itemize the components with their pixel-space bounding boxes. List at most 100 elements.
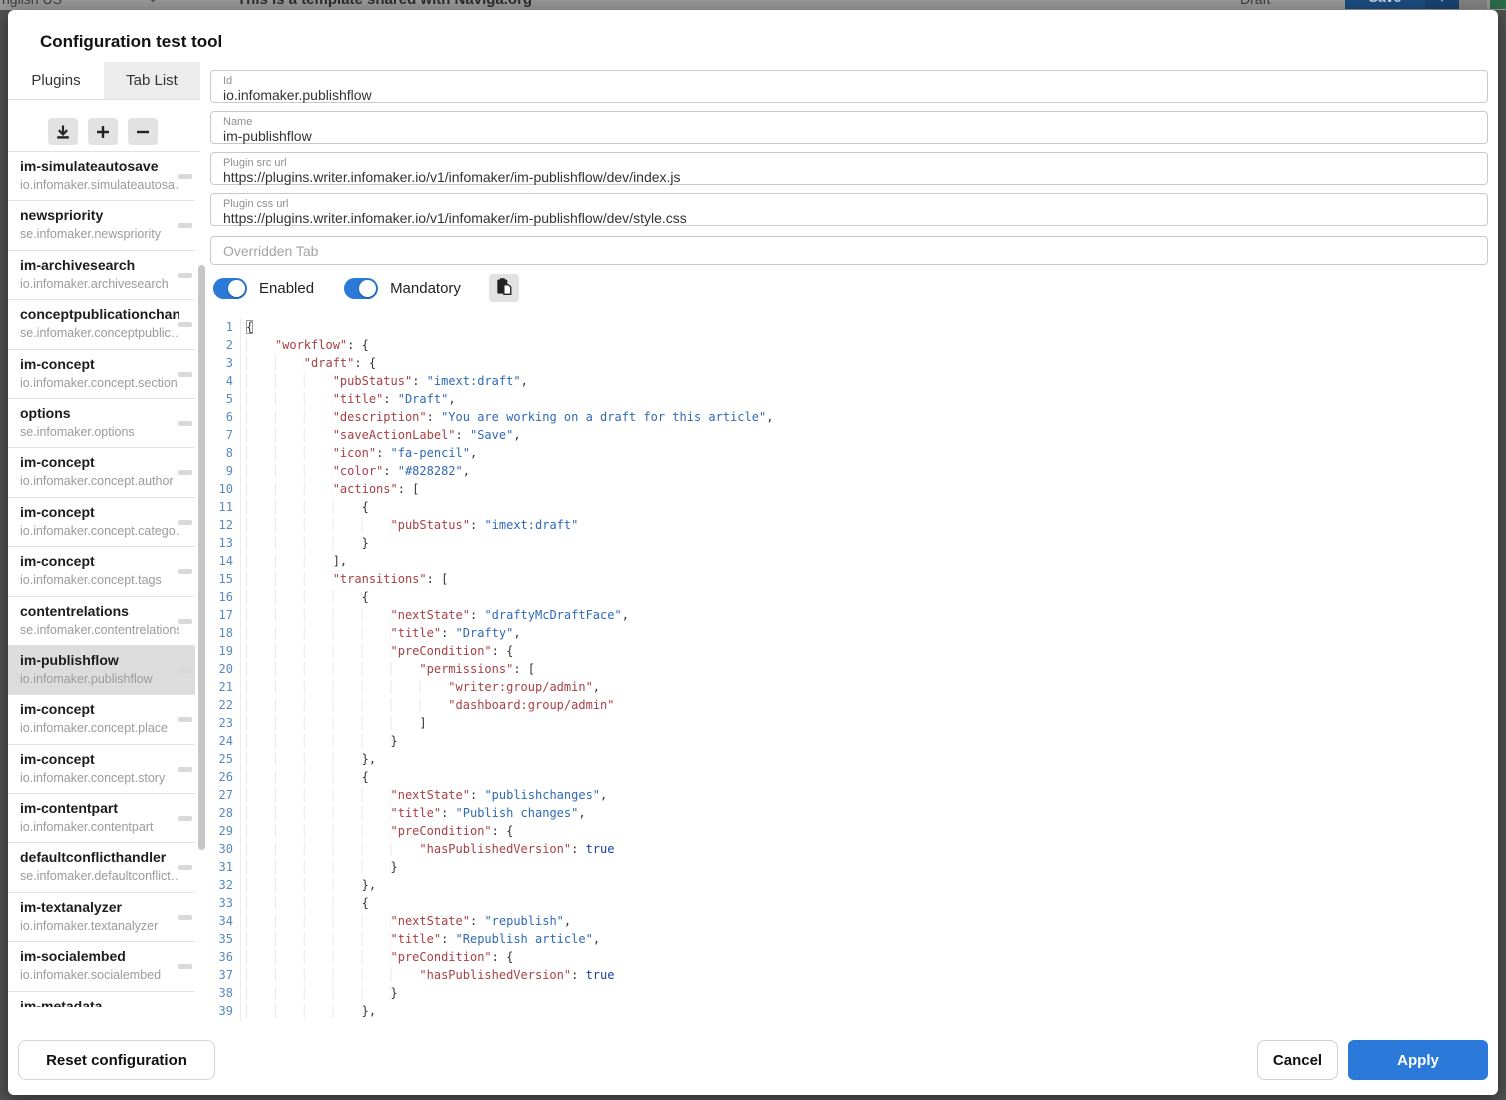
code-line[interactable]: 28 "title": "Publish changes",	[210, 804, 1488, 822]
plugin-list-item[interactable]: conceptpublicationchannel se.infomaker.c…	[8, 300, 195, 350]
plugin-list-item[interactable]: defaultconflicthandler se.infomaker.defa…	[8, 843, 195, 893]
plugin-list-item[interactable]: im-archivesearch io.infomaker.archivesea…	[8, 250, 195, 301]
code-line[interactable]: 29 "preCondition": {	[210, 822, 1488, 840]
code-line[interactable]: 21 "writer:group/admin",	[210, 678, 1488, 696]
drag-handle-icon[interactable]	[178, 174, 192, 179]
code-line[interactable]: 27 "nextState": "publishchanges",	[210, 786, 1488, 804]
code-line[interactable]: 3 "draft": {	[210, 354, 1488, 372]
code-line[interactable]: 5 "title": "Draft",	[210, 390, 1488, 408]
import-button[interactable]	[48, 118, 78, 145]
plugin-list-item[interactable]: im-concept io.infomaker.concept.author	[8, 448, 195, 498]
reset-configuration-button[interactable]: Reset configuration	[18, 1040, 215, 1080]
plugin-name: im-concept	[20, 750, 95, 767]
code-line[interactable]: 8 "icon": "fa-pencil",	[210, 444, 1488, 462]
drag-handle-icon[interactable]	[178, 717, 192, 723]
code-line[interactable]: 35 "title": "Republish article",	[210, 930, 1488, 948]
plugin-list-item[interactable]: im-concept io.infomaker.concept.place	[8, 695, 195, 745]
code-line[interactable]: 18 "title": "Drafty",	[210, 624, 1488, 642]
drag-handle-icon[interactable]	[178, 618, 192, 624]
drag-handle-icon[interactable]	[178, 420, 192, 426]
code-line[interactable]: 7 "saveActionLabel": "Save",	[210, 426, 1488, 444]
plugin-list-item[interactable]: im-textanalyzer io.infomaker.textanalyze…	[8, 892, 195, 943]
drag-handle-icon[interactable]	[178, 667, 192, 673]
code-line[interactable]: 31 }	[210, 858, 1488, 876]
code-line[interactable]: 32 },	[210, 876, 1488, 894]
code-line[interactable]: 39 },	[210, 1002, 1488, 1020]
plugin-css-url-field[interactable]: Plugin css url https://plugins.writer.in…	[210, 193, 1488, 226]
drag-handle-icon[interactable]	[178, 272, 192, 278]
drag-handle-icon[interactable]	[178, 371, 192, 377]
code-line[interactable]: 4 "pubStatus": "imext:draft",	[210, 372, 1488, 390]
json-config-editor[interactable]: 1 { 2 "workflow": { 3 "draft": { 4 "pubS…	[210, 318, 1488, 1022]
drag-handle-icon[interactable]	[178, 914, 192, 920]
code-line[interactable]: 38 }	[210, 984, 1488, 1002]
plugin-list-item[interactable]: contentrelations se.infomaker.contentrel…	[8, 596, 195, 646]
id-field[interactable]: Id io.infomaker.publishflow	[210, 70, 1488, 103]
drag-handle-icon[interactable]	[178, 964, 192, 970]
code-line[interactable]: 10 "actions": [	[210, 480, 1488, 498]
code-line[interactable]: 36 "preCondition": {	[210, 948, 1488, 966]
code-line[interactable]: 6 "description": "You are working on a d…	[210, 408, 1488, 426]
plugin-list-item[interactable]: im-publishflow io.infomaker.publishflow	[8, 645, 195, 696]
sidebar-scrollbar-thumb[interactable]	[198, 265, 205, 850]
drag-handle-icon[interactable]	[178, 519, 192, 525]
plugin-list-item[interactable]: im-contentpart io.infomaker.contentpart	[8, 794, 195, 844]
code-line[interactable]: 12 "pubStatus": "imext:draft"	[210, 516, 1488, 534]
enabled-toggle[interactable]	[213, 277, 247, 299]
code-line[interactable]: 24 }	[210, 732, 1488, 750]
field-value: im-publishflow	[223, 128, 312, 144]
code-line[interactable]: 30 "hasPublishedVersion": true	[210, 840, 1488, 858]
paste-config-button[interactable]	[488, 274, 519, 302]
code-line[interactable]: 1 {	[210, 318, 1488, 336]
plugin-list-item[interactable]: im-metadata	[8, 991, 195, 1007]
code-line[interactable]: 11 {	[210, 498, 1488, 516]
plugin-list-item[interactable]: im-concept io.infomaker.concept.catego…	[8, 497, 195, 548]
plugin-list-item[interactable]: im-concept io.infomaker.concept.story	[8, 744, 195, 795]
drag-handle-icon[interactable]	[178, 865, 192, 871]
plugin-list-item[interactable]: im-concept io.infomaker.concept.tags	[8, 547, 195, 597]
code-line[interactable]: 37 "hasPublishedVersion": true	[210, 966, 1488, 984]
cancel-button[interactable]: Cancel	[1257, 1040, 1338, 1080]
plugin-list-item[interactable]: options se.infomaker.options	[8, 398, 195, 449]
tab-tab-list[interactable]: Tab List	[104, 62, 200, 99]
code-line[interactable]: 9 "color": "#828282",	[210, 462, 1488, 480]
tab-plugins[interactable]: Plugins	[8, 62, 104, 99]
drag-handle-icon[interactable]	[178, 223, 192, 229]
plugin-name: defaultconflicthandler	[20, 849, 167, 866]
apply-button[interactable]: Apply	[1348, 1040, 1488, 1080]
drag-handle-icon[interactable]	[178, 816, 192, 822]
plugin-src-url-field[interactable]: Plugin src url https://plugins.writer.in…	[210, 152, 1488, 185]
add-button[interactable]	[88, 118, 118, 145]
code-line[interactable]: 2 "workflow": {	[210, 336, 1488, 354]
drag-handle-icon[interactable]	[178, 470, 192, 476]
code-line[interactable]: 22 "dashboard:group/admin"	[210, 696, 1488, 714]
remove-button[interactable]	[128, 118, 158, 145]
code-line[interactable]: 25 },	[210, 750, 1488, 768]
name-field[interactable]: Name im-publishflow	[210, 111, 1488, 144]
mandatory-toggle[interactable]	[344, 277, 379, 299]
code-line[interactable]: 26 {	[210, 768, 1488, 786]
locale-selector[interactable]: nglish US	[2, 0, 62, 7]
drag-handle-icon[interactable]	[178, 322, 192, 328]
save-dropdown-button[interactable]: ▾	[1425, 0, 1459, 9]
overridden-tab-input[interactable]	[210, 236, 1488, 265]
code-line[interactable]: 33 {	[210, 894, 1488, 912]
line-number: 17	[218, 608, 233, 622]
code-line[interactable]: 19 "preCondition": {	[210, 642, 1488, 660]
plugin-list-item[interactable]: im-concept io.infomaker.concept.section	[8, 349, 195, 399]
code-line[interactable]: 14 ],	[210, 552, 1488, 570]
code-line[interactable]: 17 "nextState": "draftyMcDraftFace",	[210, 606, 1488, 624]
avatar[interactable]	[1490, 0, 1506, 9]
code-line[interactable]: 13 }	[210, 534, 1488, 552]
plugin-list-item[interactable]: im-socialembed io.infomaker.socialembed	[8, 942, 195, 992]
code-line[interactable]: 16 {	[210, 588, 1488, 606]
code-line[interactable]: 15 "transitions": [	[210, 570, 1488, 588]
save-button[interactable]: Save	[1345, 0, 1425, 9]
code-line[interactable]: 34 "nextState": "republish",	[210, 912, 1488, 930]
code-line[interactable]: 23 ]	[210, 714, 1488, 732]
drag-handle-icon[interactable]	[178, 569, 192, 575]
drag-handle-icon[interactable]	[178, 766, 192, 772]
plugin-list-item[interactable]: im-simulateautosave io.infomaker.simulat…	[8, 152, 195, 202]
code-line[interactable]: 20 "permissions": [	[210, 660, 1488, 678]
plugin-list-item[interactable]: newspriority se.infomaker.newspriority	[8, 201, 195, 251]
